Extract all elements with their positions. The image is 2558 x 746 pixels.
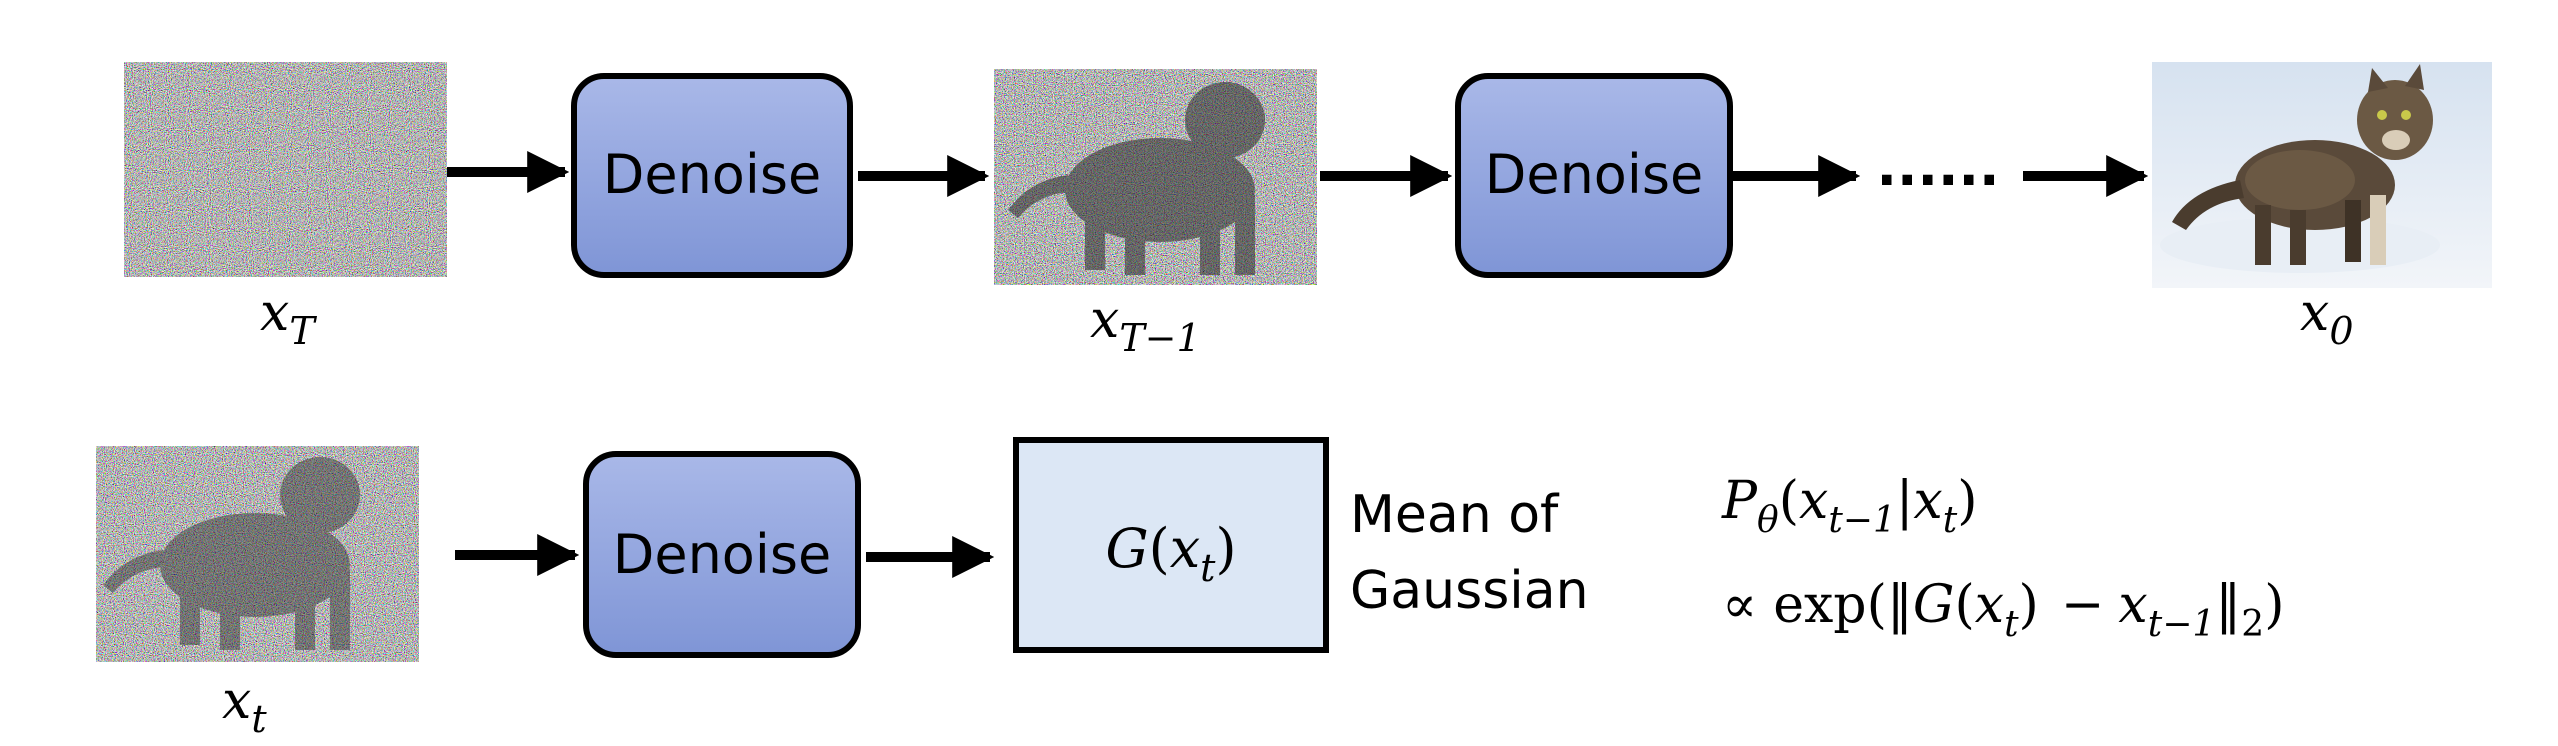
denoise-label-1: Denoise	[603, 143, 821, 206]
noisy-image-xt	[96, 446, 419, 662]
label-xt: xt	[222, 671, 267, 741]
partial-image-xT-1	[994, 69, 1317, 285]
clean-cat-image-x0	[2152, 62, 2492, 288]
mean-of-gaussian-label: Mean of Gaussian	[1350, 485, 1589, 621]
noise-image-xT	[124, 62, 447, 277]
denoise-label-bottom: Denoise	[613, 523, 831, 586]
gaussian-mean-formula: G(xt)	[1105, 517, 1236, 590]
denoise-box-2: Denoise	[1455, 73, 1733, 278]
denoise-label-2: Denoise	[1485, 143, 1703, 206]
label-xT: xT	[260, 283, 317, 353]
ellipsis: ......	[1876, 135, 1999, 198]
formula-line-2: ∝exp(‖G(xt)−xt−1‖2)	[1722, 575, 2284, 645]
denoise-box-bottom: Denoise	[583, 451, 861, 658]
formula-line-1: Pθ(xt−1|xt)	[1721, 471, 1977, 541]
label-x0: x0	[2300, 283, 2354, 353]
gaussian-mean-box: G(xt)	[1013, 437, 1329, 653]
denoise-box-1: Denoise	[571, 73, 853, 278]
label-xT-1: xT−1	[1090, 290, 1201, 360]
